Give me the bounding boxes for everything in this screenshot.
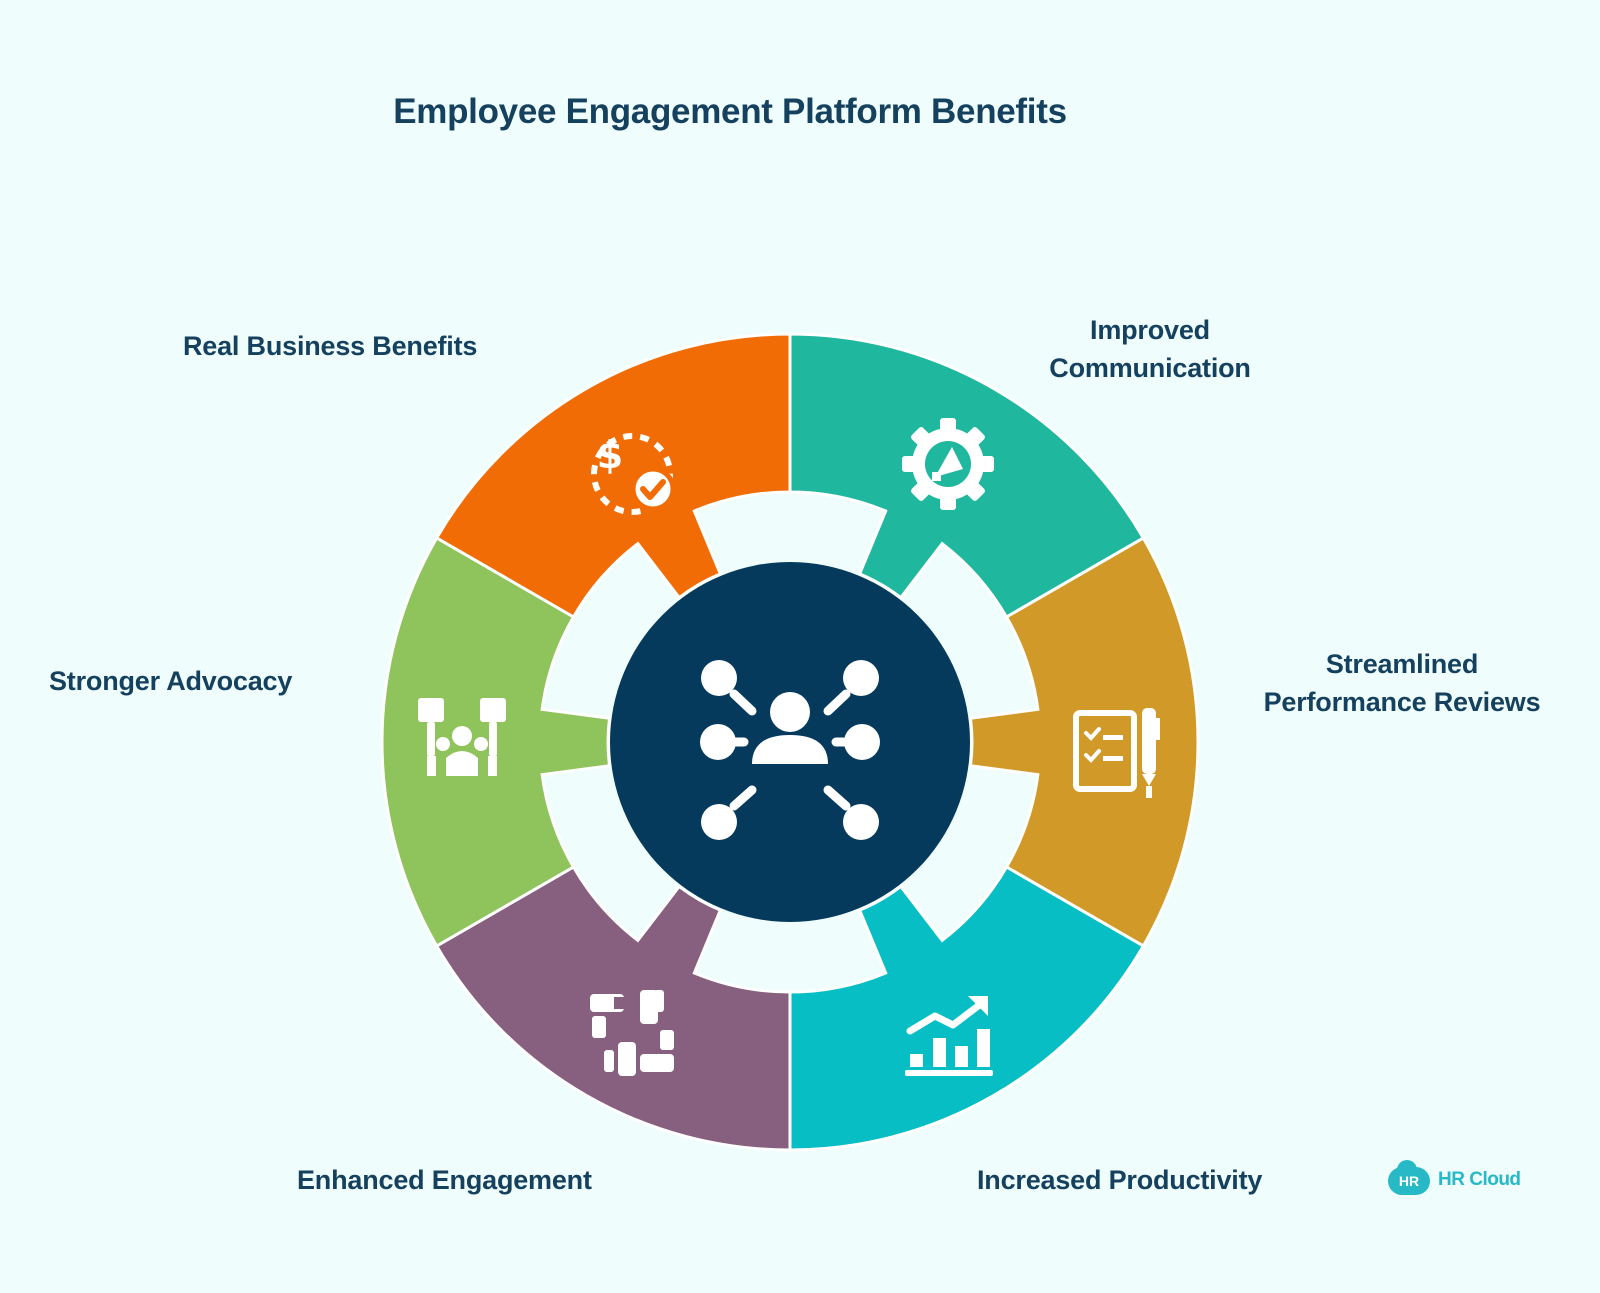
rally-signs-icon xyxy=(418,698,506,776)
gear-megaphone-icon xyxy=(902,418,994,510)
network-people-icon xyxy=(700,660,880,840)
dollar-check-icon: $ xyxy=(591,433,676,515)
growth-chart-icon xyxy=(905,996,993,1076)
label-stronger-advocacy: Stronger Advocacy xyxy=(49,666,293,696)
hr-cloud-badge: HR xyxy=(1388,1160,1430,1195)
page-title: Employee Engagement Platform Benefits xyxy=(393,92,1067,131)
label-real-business-benefits: Real Business Benefits xyxy=(183,331,478,361)
joined-hands-icon xyxy=(590,990,674,1076)
label-enhanced-engagement: Enhanced Engagement xyxy=(297,1165,592,1195)
svg-text:$: $ xyxy=(597,433,623,477)
label-increased-productivity: Increased Productivity xyxy=(977,1165,1263,1195)
hr-cloud-wordmark: HR Cloud xyxy=(1438,1169,1521,1190)
label-improved-communication: Improved Communication xyxy=(1049,315,1251,383)
label-streamlined-performance-reviews: Streamlined Performance Reviews xyxy=(1263,649,1541,717)
checklist-pen-icon xyxy=(1073,708,1160,798)
